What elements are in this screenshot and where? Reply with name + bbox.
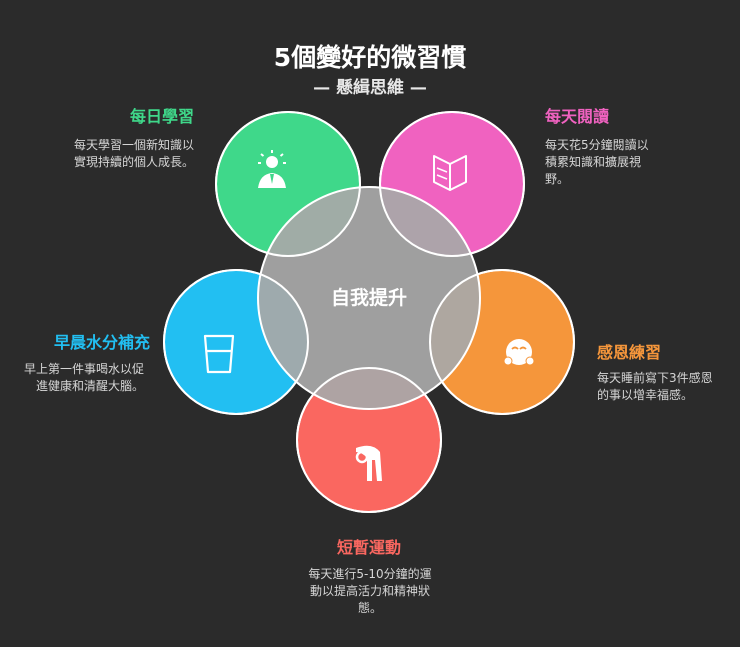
center-circle: [258, 187, 480, 409]
item-desc-learning: 每天學習一個新知識以實現持續的個人成長。: [73, 138, 194, 169]
lightbulb-person-icon: [258, 150, 286, 188]
diagram-subtitle: — 懸緝思維 —: [313, 78, 427, 98]
grateful-face-icon: [503, 339, 535, 366]
item-title-learning: 每日學習: [129, 107, 194, 126]
item-title-gratitude: 感恩練習: [597, 343, 662, 362]
item-desc-exercise: 每天進行5-10分鐘的運動以提高活力和精神狀態。: [308, 567, 432, 615]
petal-outlines: [163, 111, 575, 513]
item-desc-hydration: 早上第一件事喝水以促進健康和清醒大腦。: [23, 362, 144, 393]
center-label: 自我提升: [331, 286, 407, 309]
item-desc-reading: 每天花5分鐘閱讀以積累知識和擴展視野。: [545, 138, 649, 186]
diagram-title: 5個變好的微習慣: [273, 43, 467, 72]
item-title-reading: 每天閱讀: [545, 107, 610, 126]
item-desc-gratitude: 每天睡前寫下3件感恩的事以增幸福感。: [597, 371, 713, 402]
item-title-hydration: 早晨水分補充: [53, 333, 150, 352]
item-title-exercise: 短暫運動: [336, 538, 401, 557]
stretching-person-icon: [355, 445, 382, 481]
open-book-icon: [433, 155, 467, 191]
water-glass-icon: [203, 334, 235, 374]
